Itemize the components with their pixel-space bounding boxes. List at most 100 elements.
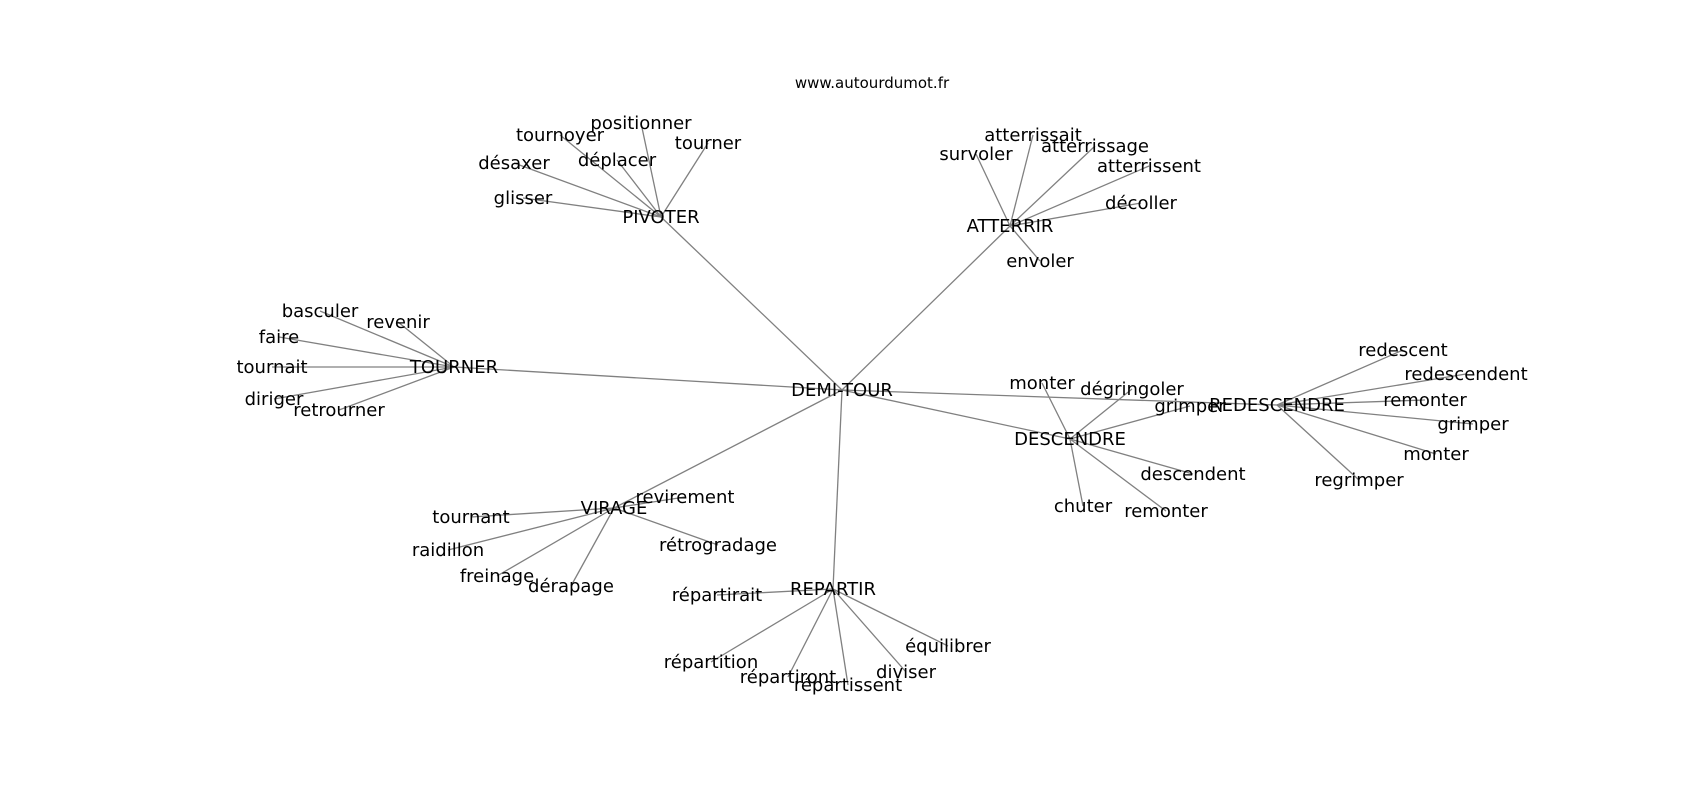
leaf-word-node: revenir	[366, 312, 430, 333]
leaf-word-node: raidillon	[412, 540, 484, 561]
leaf-word-node: regrimper	[1314, 470, 1404, 491]
leaf-word-node: décoller	[1105, 193, 1177, 214]
leaf-word-node: atterrissent	[1097, 156, 1201, 177]
leaf-word-node: tournoyer	[516, 125, 605, 146]
edge-center-to-hub	[453, 366, 843, 391]
leaf-word-node: atterrissait	[984, 125, 1082, 146]
leaf-word-node: tournant	[432, 507, 509, 528]
edge-hub-to-word	[1276, 399, 1426, 406]
edge-hub-to-word	[513, 162, 662, 218]
leaf-word-node: tourner	[675, 133, 742, 154]
leaf-word-node: désaxer	[478, 153, 550, 174]
edge-hub-to-word	[559, 134, 662, 218]
edge-hub-to-word	[470, 507, 615, 518]
edge-hub-to-word	[616, 159, 662, 218]
edge-hub-to-word	[787, 588, 834, 678]
edge-hub-to-word	[660, 142, 709, 218]
edge-hub-to-word	[1069, 438, 1167, 512]
leaf-word-node: dérapage	[528, 576, 614, 597]
edge-hub-to-word	[1276, 373, 1467, 406]
edge-hub-to-word	[1276, 404, 1437, 455]
leaf-word-node: glisser	[494, 188, 553, 209]
edge-center-to-hub	[613, 389, 843, 509]
leaf-word-node: descendent	[1140, 464, 1245, 485]
leaf-word-node: répartition	[664, 652, 758, 673]
edge-hub-to-word	[397, 321, 455, 368]
edge-hub-to-word	[1276, 349, 1404, 406]
leaf-word-node: remonter	[1383, 390, 1467, 411]
leaf-word-node: atterrissage	[1041, 136, 1149, 157]
edge-hub-to-word	[1009, 202, 1142, 227]
hub-word-node: VIRAGE	[581, 498, 648, 519]
hub-word-node: TOURNER	[409, 357, 498, 378]
edge-center-to-hub	[660, 216, 843, 391]
edge-hub-to-word	[278, 336, 455, 368]
leaf-word-node: survoler	[939, 144, 1013, 165]
edge-center-to-hub	[841, 389, 1278, 406]
hub-word-node: REDESCENDRE	[1209, 395, 1345, 416]
edge-hub-to-word	[710, 588, 834, 663]
leaf-word-node: tournait	[236, 357, 307, 378]
edge-hub-to-word	[522, 197, 662, 218]
leaf-word-node: rétrogradage	[659, 535, 777, 556]
edge-hub-to-word	[975, 153, 1011, 227]
leaf-word-node: envoler	[1006, 251, 1074, 272]
leaf-word-node: redescent	[1358, 340, 1447, 361]
hub-word-node: PIVOTER	[622, 207, 699, 228]
leaf-word-node: basculer	[282, 301, 359, 322]
edge-hub-to-word	[319, 310, 455, 368]
edge-hub-to-word	[273, 366, 455, 400]
leaf-word-node: positionner	[590, 113, 692, 134]
leaf-word-node: monter	[1403, 444, 1469, 465]
hub-word-node: DESCENDRE	[1014, 429, 1126, 450]
leaf-word-node: répartissent	[794, 675, 902, 696]
leaf-word-node: diriger	[245, 389, 304, 410]
leaf-word-node: freinage	[460, 566, 534, 587]
edge-hub-to-word	[570, 507, 615, 587]
leaf-word-node: dégringoler	[1080, 379, 1184, 400]
edge-hub-to-word	[1009, 145, 1096, 227]
center-word-node: DEMI-TOUR	[791, 380, 893, 401]
leaf-word-node: grimper	[1154, 396, 1226, 417]
edge-hub-to-word	[1009, 165, 1150, 227]
edge-hub-to-word	[1069, 438, 1194, 475]
edge-hub-to-word	[832, 588, 949, 647]
edge-center-to-hub	[832, 389, 843, 590]
leaf-word-node: faire	[259, 327, 299, 348]
hub-word-node: ATTERRIR	[967, 216, 1054, 237]
leaf-word-node: chuter	[1054, 496, 1113, 517]
leaf-word-node: monter	[1009, 373, 1075, 394]
edge-hub-to-word	[1009, 225, 1041, 262]
edge-hub-to-word	[716, 588, 834, 596]
graph-edges	[272, 122, 1474, 686]
edge-hub-to-word	[1069, 405, 1191, 440]
edge-hub-to-word	[447, 507, 615, 551]
leaf-word-node: revirement	[636, 487, 735, 508]
edge-hub-to-word	[832, 588, 849, 686]
leaf-word-node: répartiront	[740, 667, 836, 688]
leaf-word-node: diviser	[876, 662, 937, 683]
edge-hub-to-word	[832, 588, 907, 673]
edge-hub-to-word	[496, 507, 615, 577]
edge-center-to-hub	[841, 225, 1011, 391]
hub-word-node: REPARTIR	[790, 579, 876, 600]
edge-hub-to-word	[1069, 438, 1084, 507]
edge-hub-to-word	[1276, 404, 1474, 425]
edge-hub-to-word	[1009, 134, 1034, 227]
site-title: www.autourdumot.fr	[795, 74, 950, 92]
edge-hub-to-word	[338, 366, 455, 411]
leaf-word-node: répartirait	[672, 585, 762, 606]
leaf-word-node: déplacer	[578, 150, 657, 171]
leaf-word-node: grimper	[1437, 414, 1509, 435]
edge-hub-to-word	[1276, 404, 1360, 481]
leaf-word-node: équilibrer	[905, 636, 991, 657]
edge-hub-to-word	[613, 496, 686, 509]
leaf-word-node: remonter	[1124, 501, 1208, 522]
leaf-word-node: retrourner	[293, 400, 385, 421]
edge-hub-to-word	[1041, 382, 1071, 440]
leaf-word-node: redescendent	[1404, 364, 1527, 385]
edge-hub-to-word	[640, 122, 662, 218]
edge-hub-to-word	[1069, 388, 1133, 440]
